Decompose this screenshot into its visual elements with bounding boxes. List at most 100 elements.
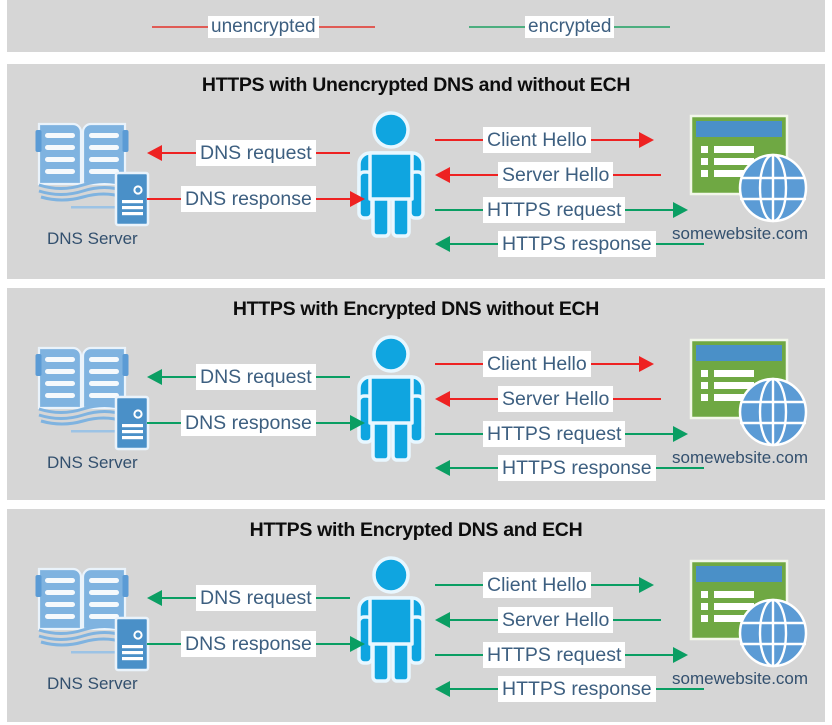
- dns-server-icon: [33, 336, 153, 452]
- message-label: DNS request: [196, 364, 316, 390]
- arrow-line-tail: [435, 139, 483, 141]
- dns-server-graphic: [35, 567, 150, 672]
- arrow-line: [315, 422, 350, 424]
- arrow-line-tail: [147, 643, 181, 645]
- legend-line-encrypted: [469, 26, 525, 28]
- message-label: Client Hello: [483, 127, 591, 153]
- message-label: Client Hello: [483, 351, 591, 377]
- panel-title: HTTPS with Encrypted DNS without ECH: [232, 298, 600, 320]
- message-label: Server Hello: [498, 386, 614, 412]
- website-label: somewebsite.com: [672, 448, 809, 467]
- arrow-head-left: [435, 612, 450, 628]
- dns-server-icon: [33, 112, 153, 228]
- message-https-response: HTTPS response: [435, 676, 704, 702]
- message-server-hello: Server Hello: [435, 162, 662, 188]
- arrow-line: [625, 433, 674, 435]
- dns-server-graphic: [35, 346, 150, 451]
- dns-server-label: DNS Server: [47, 674, 138, 693]
- arrow-line: [315, 643, 350, 645]
- message-https-request: HTTPS request: [435, 197, 689, 223]
- arrow-head-left: [147, 145, 162, 161]
- message-client-hello: Client Hello: [435, 127, 654, 153]
- scenario-panel-3: HTTPS with Encrypted DNS and ECH: [7, 509, 825, 722]
- user-person-graphic: [357, 111, 425, 238]
- arrow-head-left: [147, 590, 162, 606]
- website-graphic: [689, 559, 808, 668]
- arrow-line: [315, 198, 350, 200]
- arrow-line-tail: [435, 209, 483, 211]
- arrow-head-right: [349, 636, 365, 652]
- panel-title: HTTPS with Unencrypted DNS and without E…: [201, 74, 631, 96]
- user-person-graphic: [357, 556, 425, 683]
- message-label: HTTPS request: [483, 197, 626, 223]
- arrow-line-tail: [613, 174, 662, 176]
- arrow-head-right: [349, 415, 365, 431]
- message-dns-request: DNS request: [147, 585, 350, 611]
- message-label: Server Hello: [498, 162, 614, 188]
- message-label: HTTPS response: [498, 676, 656, 702]
- arrow-line-tail: [435, 363, 483, 365]
- message-label: DNS response: [181, 631, 316, 657]
- arrow-line-tail: [655, 467, 704, 469]
- message-label: HTTPS response: [498, 455, 656, 481]
- arrow-line: [450, 467, 498, 469]
- legend-line-encrypted-right: [614, 26, 671, 28]
- website-icon: [685, 336, 813, 454]
- dns-server-label: DNS Server: [47, 453, 138, 472]
- arrow-line: [625, 654, 674, 656]
- website-icon: [685, 557, 813, 675]
- message-dns-request: DNS request: [147, 140, 350, 166]
- user-person-graphic: [357, 335, 425, 462]
- message-label: HTTPS request: [483, 642, 626, 668]
- message-dns-response: DNS response: [147, 631, 365, 657]
- message-dns-response: DNS response: [147, 410, 365, 436]
- arrow-head-right: [673, 202, 689, 218]
- arrow-head-left: [435, 236, 450, 252]
- legend-label-unencrypted: unencrypted: [208, 16, 319, 38]
- arrow-line: [450, 174, 498, 176]
- arrow-line-tail: [147, 198, 181, 200]
- message-dns-response: DNS response: [147, 186, 365, 212]
- arrow-head-right: [673, 426, 689, 442]
- message-dns-request: DNS request: [147, 364, 350, 390]
- arrow-head-right: [638, 132, 654, 148]
- website-label: somewebsite.com: [672, 669, 809, 688]
- scenario-panel-2: HTTPS with Encrypted DNS without ECH: [7, 288, 825, 500]
- message-label: HTTPS request: [483, 421, 626, 447]
- arrow-line-tail: [613, 398, 662, 400]
- arrow-line-tail: [655, 243, 704, 245]
- arrow-line: [450, 619, 498, 621]
- website-graphic: [689, 338, 808, 447]
- arrow-head-left: [147, 369, 162, 385]
- arrow-head-left: [435, 681, 450, 697]
- dns-server-label: DNS Server: [47, 229, 138, 248]
- arrow-line: [162, 152, 196, 154]
- legend-line-unencrypted-right: [318, 26, 375, 28]
- arrow-line-tail: [613, 619, 662, 621]
- website-graphic: [689, 114, 808, 223]
- website-icon: [685, 112, 813, 230]
- panel-title: HTTPS with Encrypted DNS and ECH: [249, 519, 583, 541]
- arrow-line: [590, 363, 639, 365]
- arrow-line: [450, 243, 498, 245]
- legend-line-unencrypted: [152, 26, 208, 28]
- arrow-line-tail: [435, 654, 483, 656]
- arrow-line-tail: [435, 433, 483, 435]
- arrow-line-tail: [315, 597, 350, 599]
- message-label: Server Hello: [498, 607, 614, 633]
- message-https-request: HTTPS request: [435, 642, 689, 668]
- arrow-line-tail: [147, 422, 181, 424]
- message-server-hello: Server Hello: [435, 386, 662, 412]
- legend-label-encrypted: encrypted: [525, 16, 615, 38]
- user-person-icon: [353, 110, 429, 238]
- arrow-head-left: [435, 460, 450, 476]
- message-label: Client Hello: [483, 572, 591, 598]
- message-label: DNS response: [181, 186, 316, 212]
- dns-server-icon: [33, 557, 153, 673]
- arrow-head-left: [435, 167, 450, 183]
- arrow-line: [590, 139, 639, 141]
- arrow-line: [450, 688, 498, 690]
- dns-server-graphic: [35, 122, 150, 227]
- message-client-hello: Client Hello: [435, 351, 654, 377]
